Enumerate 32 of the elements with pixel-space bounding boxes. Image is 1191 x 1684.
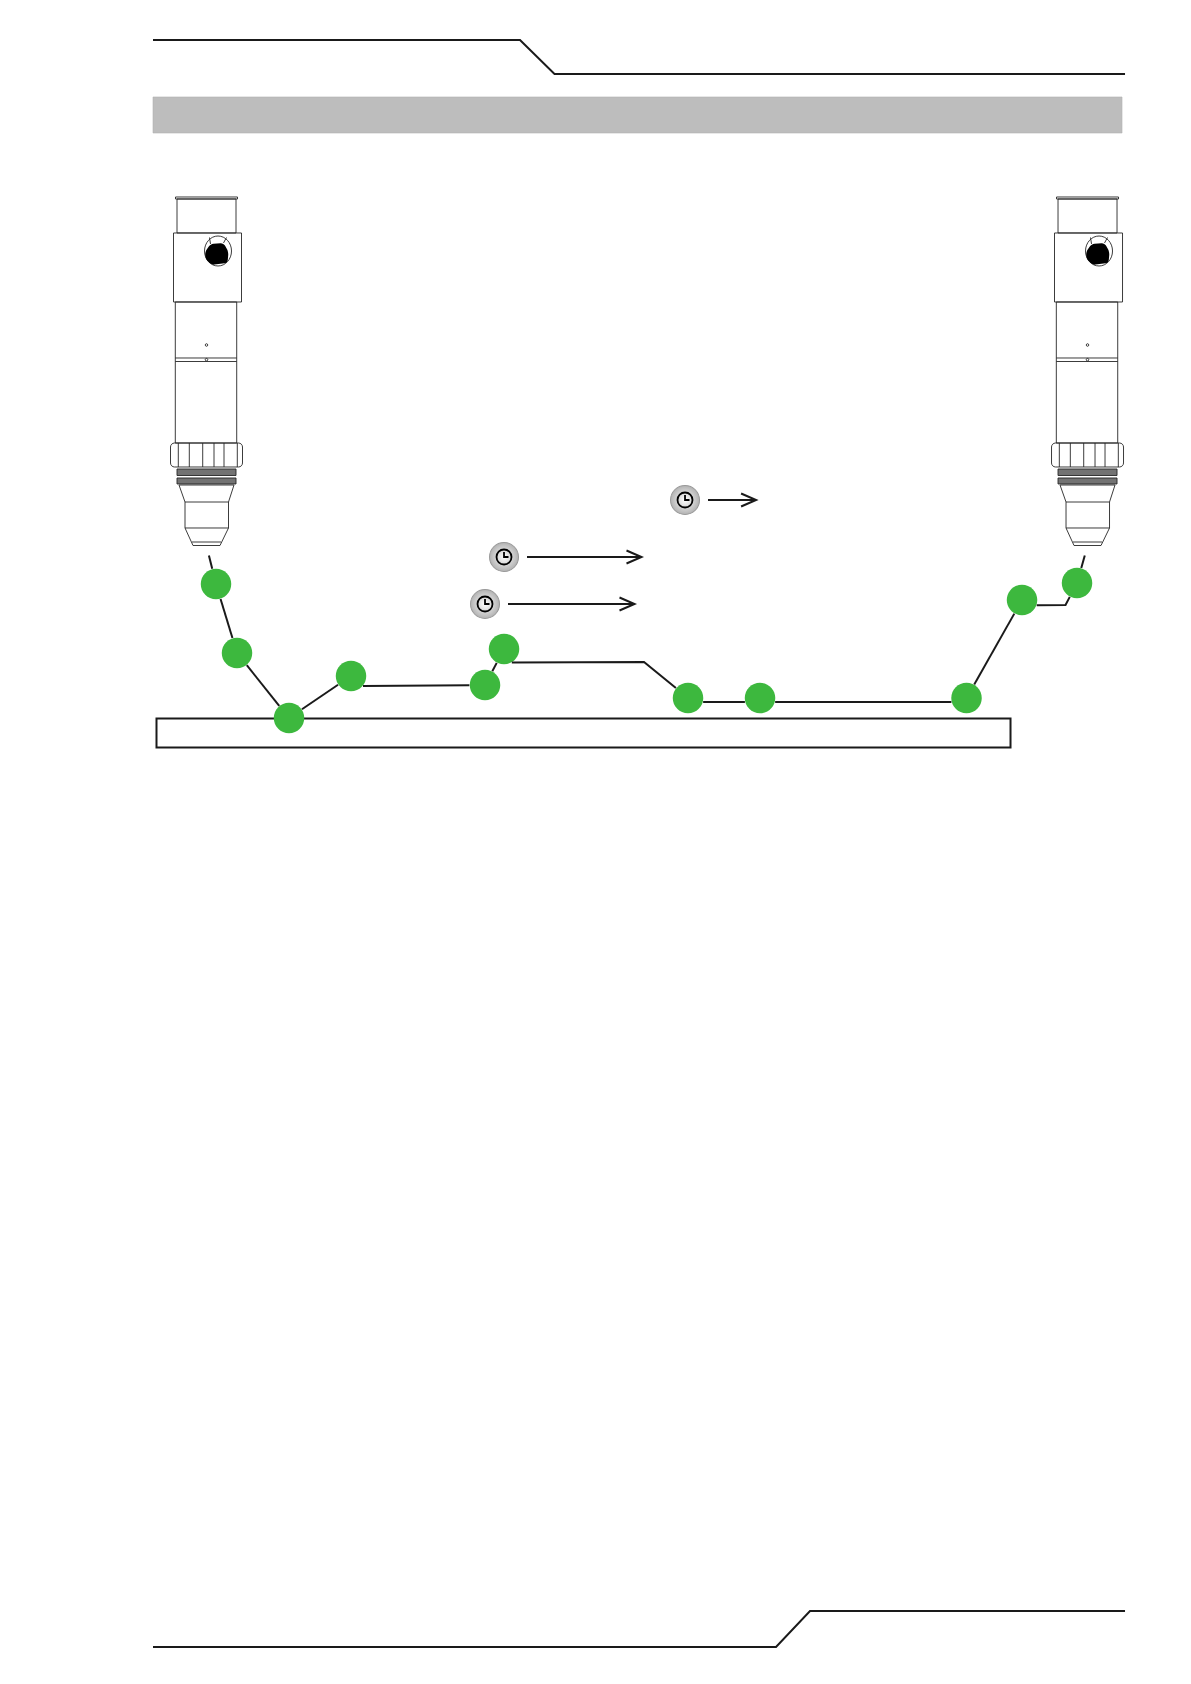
path-line (219, 598, 234, 640)
path-line (491, 661, 498, 673)
waypoint-dot (744, 682, 776, 714)
clock-icon (670, 485, 700, 515)
waypoint-dot (1006, 584, 1038, 616)
waypoint-dot (1061, 567, 1093, 599)
path-line (245, 664, 281, 707)
arrow (526, 549, 644, 565)
clock-icon (470, 589, 500, 619)
waypoint-dot (335, 660, 367, 692)
path-line (702, 701, 746, 704)
path-line (1080, 554, 1086, 569)
waypoint-dot (200, 568, 232, 600)
waypoint-dot (273, 702, 305, 734)
waypoint-dot (951, 682, 982, 714)
waypoint-dot (672, 682, 704, 714)
arrow (707, 492, 759, 508)
waypoint-dot (221, 637, 253, 669)
path-line (207, 554, 214, 570)
path-line (774, 701, 953, 704)
waypoint-dot (469, 669, 501, 701)
waypoint-dot (488, 633, 520, 665)
path-line (973, 612, 1016, 686)
workpiece-plate (155, 717, 1012, 749)
arrow (507, 596, 637, 612)
path-line (1035, 595, 1071, 607)
path-line (362, 684, 471, 688)
path-line (510, 661, 677, 690)
path-line (300, 683, 340, 711)
clock-icon (489, 542, 519, 572)
torch (1051, 196, 1124, 546)
torch (170, 196, 243, 546)
